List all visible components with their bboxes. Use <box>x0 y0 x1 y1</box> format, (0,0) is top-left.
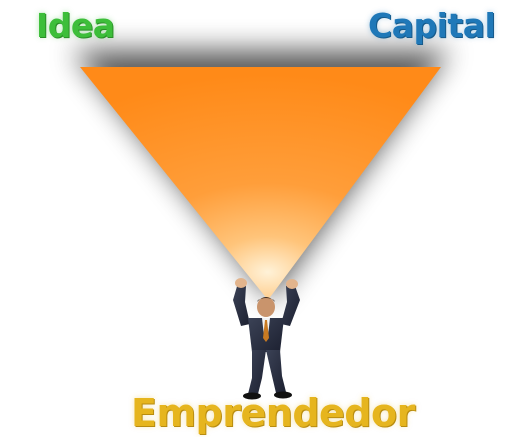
inverted-triangle <box>80 67 441 300</box>
capital-label: Capital <box>368 6 496 45</box>
idea-label: Idea <box>36 6 115 45</box>
emprendedor-label: Emprendedor <box>131 391 415 435</box>
businessman-figure <box>233 278 300 400</box>
